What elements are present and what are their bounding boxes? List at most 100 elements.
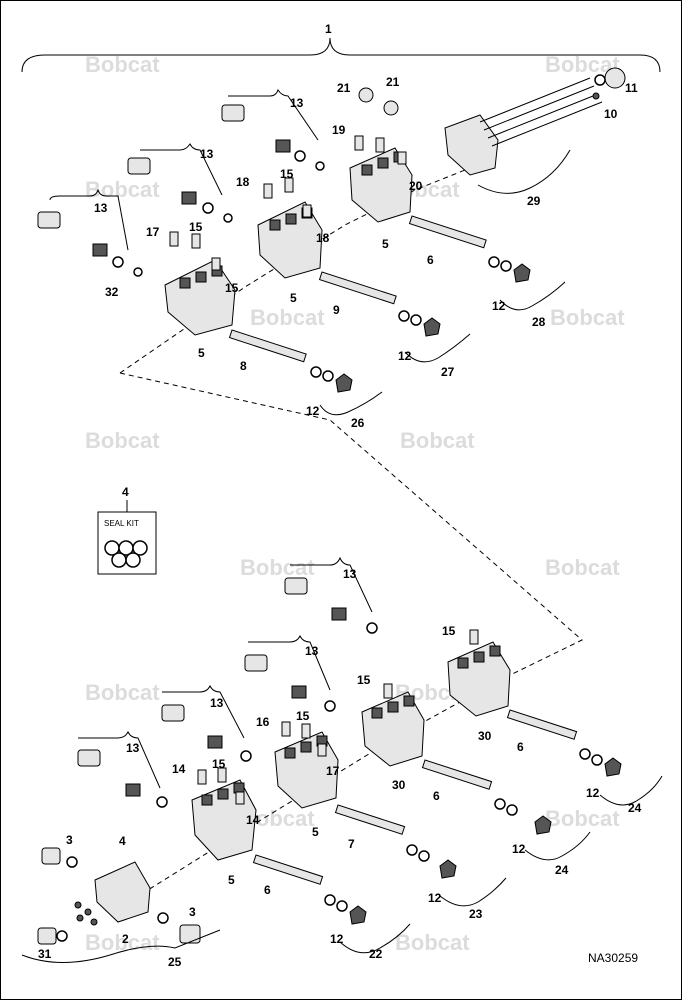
callout-31: 31 [38,947,52,961]
brace-13 [140,143,223,196]
callout-12: 12 [398,349,412,363]
callout-5: 5 [228,873,235,887]
callout-labels: 1 11 10 21 21 13 19 13 20 29 18 15 13 18… [38,22,642,969]
callout-15: 15 [357,673,371,687]
callout-5: 5 [198,346,205,360]
inlet-housing-2 [37,847,201,945]
callout-15: 15 [189,220,203,234]
callout-17: 17 [146,225,160,239]
seal-kit-label: SEAL KIT [104,519,139,528]
callout-32: 32 [105,285,119,299]
callout-27: 27 [441,365,455,379]
brace-24 [524,831,591,861]
watermark: Bobcat [550,305,625,330]
callout-12: 12 [306,404,320,418]
brace-1 [21,37,661,73]
callout-12: 12 [330,932,344,946]
callout-15: 15 [442,624,456,638]
callout-23: 23 [469,907,483,921]
spool-8 [228,329,353,393]
watermark: Bobcat [85,428,160,453]
callout-6: 6 [433,789,440,803]
brace-22 [339,923,411,954]
callout-6: 6 [427,253,434,267]
brace-13 [162,684,245,739]
valve-section-upper-2 [257,201,323,279]
callout-18: 18 [316,231,330,245]
brace-23 [439,877,507,907]
watermark: Bobcat [240,555,315,580]
callout-11: 11 [625,81,638,95]
callout-3: 3 [66,833,73,847]
reference-code: NA30259 [588,951,638,965]
spools-lower [252,709,622,925]
spool-cap-upper [37,104,325,277]
watermark: Bobcat [85,680,160,705]
callout-24: 24 [555,863,569,877]
callout-6: 6 [517,740,524,754]
callout-8: 8 [240,359,247,373]
callout-28: 28 [532,315,546,329]
callout-14: 14 [246,813,260,827]
callout-30: 30 [392,778,406,792]
brace-24 [599,775,663,806]
callout-13: 13 [210,696,224,710]
callout-26: 26 [351,416,365,430]
callout-7: 7 [348,837,355,851]
watermark: Bobcat [85,177,160,202]
callout-4: 4 [122,485,129,499]
callout-13: 13 [343,567,357,581]
callout-21: 21 [337,81,351,95]
callout-15: 15 [212,757,226,771]
callout-5: 5 [312,825,319,839]
callout-6: 6 [264,883,271,897]
callout-3: 3 [189,905,196,919]
cartridges-upper [169,87,407,271]
valve-section-upper-1 [164,259,236,336]
brace-13 [290,556,373,613]
callout-15: 15 [296,709,310,723]
spool-caps-lower [77,577,378,808]
brace-13 [248,634,331,691]
brace-13 [78,730,161,789]
brace-13 [228,88,319,141]
callout-20: 20 [409,179,423,193]
callout-12: 12 [428,891,442,905]
callout-13: 13 [94,201,108,215]
watermark: Bobcat [395,930,470,955]
callout-15: 15 [225,281,239,295]
callout-9: 9 [333,303,340,317]
watermark: Bobcat [400,428,475,453]
callout-30: 30 [478,729,492,743]
callout-13: 13 [126,741,140,755]
callout-19: 19 [332,123,346,137]
brace-27 [404,333,471,363]
cartridges-lower [197,629,479,805]
callout-16: 16 [256,715,270,729]
valve-section-lower-3 [361,691,425,767]
callout-2: 2 [122,932,129,946]
callout-5: 5 [382,237,389,251]
callout-29: 29 [527,194,541,208]
watermark: Bobcat [250,305,325,330]
brace-26 [319,391,383,416]
callout-12: 12 [586,786,600,800]
brace-28 [499,281,566,311]
brace-25 [21,929,221,963]
brace-13 [49,188,129,251]
callout-22: 22 [369,947,383,961]
callout-15: 15 [280,167,294,181]
watermark: Bobcat [85,52,160,77]
callout-13: 13 [305,644,319,658]
spool-9 [318,271,441,337]
callout-13: 13 [200,147,214,161]
callout-21: 21 [386,75,400,89]
callout-12: 12 [512,842,526,856]
callout-14: 14 [172,762,186,776]
callout-25: 25 [168,955,182,969]
callout-12: 12 [492,299,506,313]
watermark: Bobcat [545,555,620,580]
watermark: Bobcat [545,806,620,831]
